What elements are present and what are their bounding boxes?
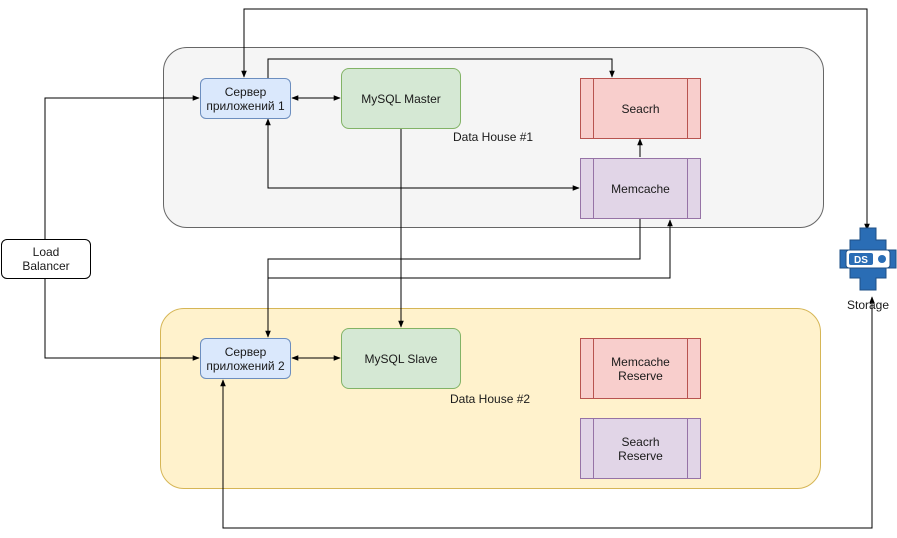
app-server-1-node: Сервер приложений 1 [200, 78, 291, 119]
storage-node: DS [838, 226, 897, 292]
search-label: Seacrh [621, 101, 660, 116]
datastore-icon: DS [839, 227, 897, 291]
process-bar-right [687, 79, 688, 138]
edge-app1-memcache [265, 118, 580, 191]
memcache-reserve-label: Memcache Reserve [611, 354, 670, 383]
data-house-2-label: Data House #2 [450, 392, 531, 406]
app-server-2-node: Сервер приложений 2 [200, 338, 291, 379]
process-bar-left [593, 339, 594, 398]
search-reserve-label: Seacrh Reserve [618, 434, 663, 463]
process-bar-left [593, 79, 594, 138]
memcache-node: Memcache [580, 158, 701, 219]
edge-lb-to-app2 [44, 278, 200, 361]
process-bar-right [687, 419, 688, 478]
edge-storage-to-app1 [241, 8, 870, 231]
memcache-reserve-node: Memcache Reserve [580, 338, 701, 399]
storage-label: Storage [847, 298, 890, 312]
process-bar-left [593, 419, 594, 478]
load-balancer-node: Load Balancer [1, 239, 91, 279]
edge-app2-to-memcache [267, 219, 673, 337]
process-bar-right [687, 339, 688, 398]
search-node: Seacrh [580, 78, 701, 139]
mysql-slave-node: MySQL Slave [341, 328, 461, 389]
edge-lb-to-app1 [44, 95, 200, 239]
edge-app2-storage [220, 296, 875, 529]
search-reserve-node: Seacrh Reserve [580, 418, 701, 479]
memcache-label: Memcache [611, 181, 670, 196]
process-bar-left [593, 159, 594, 218]
mysql-master-node: MySQL Master [341, 68, 461, 129]
edge-app1-to-search [267, 58, 615, 78]
storage-badge: DS [854, 255, 868, 266]
process-bar-right [687, 159, 688, 218]
